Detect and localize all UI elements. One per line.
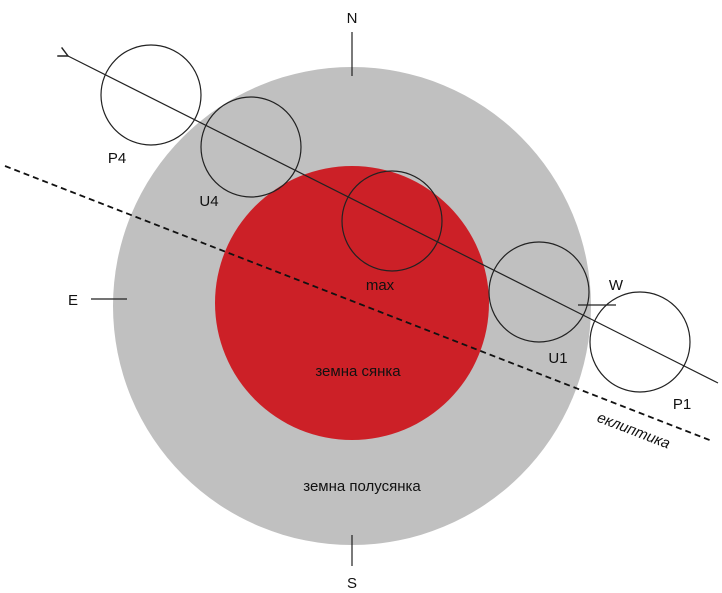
ecliptic-label: еклиптика <box>595 409 673 452</box>
max-label: max <box>366 277 395 294</box>
moon-position-p4 <box>100 44 202 146</box>
penumbra-label: земна полусянка <box>303 478 421 495</box>
u1-label: U1 <box>548 350 567 367</box>
earth-umbra <box>215 166 489 440</box>
moon-position-max <box>341 170 443 272</box>
north-label: N <box>347 10 358 27</box>
u4-label: U4 <box>199 193 218 210</box>
moon-position-u4 <box>200 96 302 198</box>
p4-label: P4 <box>108 150 126 167</box>
east-label: E <box>68 292 78 309</box>
south-label: S <box>347 575 357 592</box>
moon-path-arrow <box>68 56 719 384</box>
west-label: W <box>609 277 624 294</box>
umbra-label: земна сянка <box>315 363 401 380</box>
moon-position-u1 <box>488 241 590 343</box>
p1-label: P1 <box>673 396 691 413</box>
moon-position-p1 <box>589 291 691 393</box>
ecliptic-line <box>4 165 713 442</box>
